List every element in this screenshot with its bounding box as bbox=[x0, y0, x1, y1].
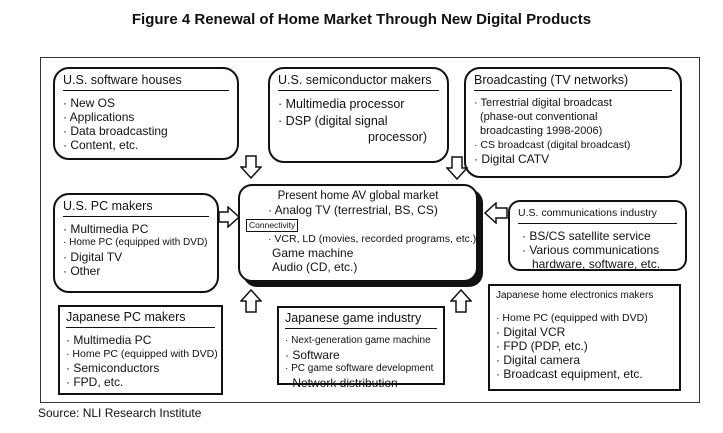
list-item: · Various communications bbox=[522, 243, 660, 257]
down-arrow-icon bbox=[240, 155, 262, 179]
up-arrow-icon bbox=[240, 289, 262, 313]
broadcasting-box: Broadcasting (TV networks) · Terrestrial… bbox=[464, 67, 682, 178]
list-item: · Semiconductors bbox=[66, 361, 160, 375]
list-item: · Multimedia PC bbox=[63, 222, 149, 236]
box-heading: U.S. PC makers bbox=[63, 199, 209, 217]
home-av-market-box: Present home AV global market · Analog T… bbox=[238, 184, 478, 282]
list-item: · Content, etc. bbox=[63, 138, 139, 152]
list-item: · Digital TV bbox=[63, 250, 123, 264]
list-item: · Digital VCR bbox=[496, 325, 566, 339]
list-item: hardware, software, etc. bbox=[532, 257, 661, 271]
list-item: · Multimedia processor bbox=[278, 97, 405, 111]
list-item: · Applications bbox=[63, 110, 135, 124]
list-item: · FPD (PDP, etc.) bbox=[496, 339, 588, 353]
us-semiconductor-makers-box: U.S. semiconductor makers · Multimedia p… bbox=[268, 67, 449, 163]
source-note: Source: NLI Research Institute bbox=[38, 406, 202, 420]
list-item: · PC game software development bbox=[285, 363, 434, 374]
figure-title: Figure 4 Renewal of Home Market Through … bbox=[131, 11, 592, 28]
list-item: · Digital camera bbox=[496, 353, 581, 367]
list-item: · Other bbox=[63, 264, 101, 278]
list-item: · Analog TV (terrestrial, BS, CS) bbox=[268, 203, 438, 217]
list-item: · DSP (digital signal bbox=[278, 114, 388, 128]
connectivity-label: Connectivity bbox=[246, 219, 299, 232]
list-item: · Terrestrial digital broadcast bbox=[474, 97, 612, 109]
list-item: · Home PC (equipped with DVD) bbox=[66, 348, 218, 360]
box-heading: Japanese game industry bbox=[285, 311, 437, 329]
box-heading: Japanese PC makers bbox=[66, 310, 215, 328]
list-item: · Digital CATV bbox=[474, 152, 550, 166]
list-item: · New OS bbox=[63, 96, 116, 110]
list-item: processor) bbox=[367, 130, 427, 144]
japanese-game-industry-box: Japanese game industry · Next-generation… bbox=[277, 306, 445, 390]
right-arrow-icon bbox=[218, 206, 240, 228]
japanese-pc-makers-box: Japanese PC makers · Multimedia PC · Hom… bbox=[58, 305, 223, 395]
japanese-home-electronics-box: Japanese home electronics makers · Home … bbox=[488, 284, 681, 391]
list-item: · Software bbox=[285, 348, 340, 362]
us-communications-box: U.S. communications industry · BS/CS sat… bbox=[508, 200, 687, 271]
list-item: · Broadcast equipment, etc. bbox=[496, 367, 643, 381]
list-item: · Home PC (equipped with DVD) bbox=[496, 312, 648, 324]
box-heading: Broadcasting (TV networks) bbox=[474, 73, 672, 91]
list-item: · Home PC (equipped with DVD) bbox=[63, 237, 208, 248]
list-item: · VCR, LD (movies, recorded programs, et… bbox=[268, 233, 477, 245]
left-arrow-icon bbox=[484, 202, 508, 224]
box-heading: Present home AV global market bbox=[277, 190, 439, 202]
list-item: Game machine bbox=[272, 246, 354, 260]
up-arrow-icon bbox=[450, 289, 472, 313]
box-heading: Japanese home electronics makers bbox=[496, 290, 654, 301]
list-item: broadcasting 1998-2006) bbox=[480, 125, 603, 137]
down-arrow-icon bbox=[446, 156, 468, 180]
diagram-frame bbox=[40, 57, 700, 403]
list-item: (phase-out conventional bbox=[480, 111, 598, 123]
list-item: · Multimedia PC bbox=[66, 333, 152, 347]
list-item: · CS broadcast (digital broadcast) bbox=[474, 139, 631, 151]
box-heading: U.S. communications industry bbox=[518, 206, 677, 224]
list-item: · Next-generation game machine bbox=[285, 335, 431, 346]
list-item: Audio (CD, etc.) bbox=[272, 260, 358, 274]
box-heading: U.S. semiconductor makers bbox=[278, 73, 439, 91]
list-item: · Network distribution bbox=[285, 376, 398, 390]
list-item: · FPD, etc. bbox=[66, 375, 124, 389]
list-item: · BS/CS satellite service bbox=[522, 229, 651, 243]
list-item: · Data broadcasting bbox=[63, 124, 168, 138]
box-heading: U.S. software houses bbox=[63, 73, 229, 91]
us-software-houses-box: U.S. software houses · New OS · Applicat… bbox=[53, 67, 239, 160]
us-pc-makers-box: U.S. PC makers · Multimedia PC · Home PC… bbox=[53, 193, 219, 293]
